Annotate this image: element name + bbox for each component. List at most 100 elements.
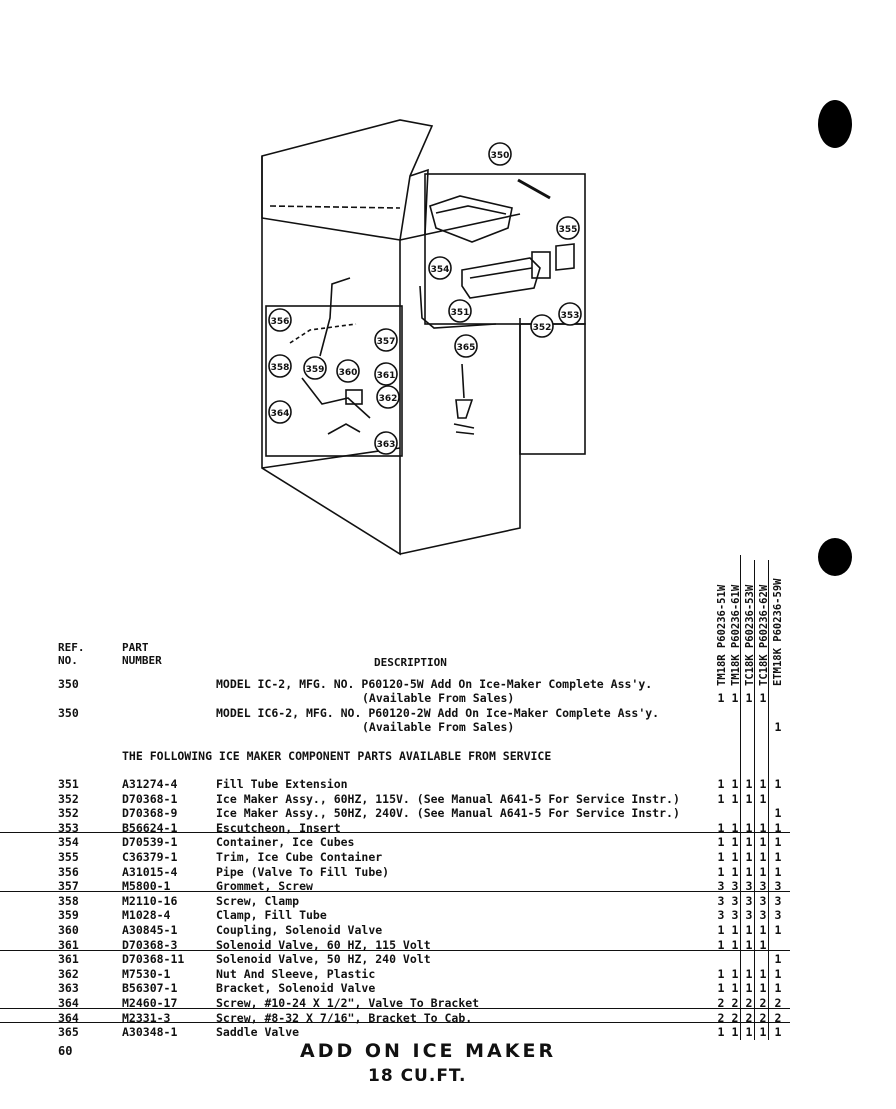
callout-362: 362 [376, 385, 400, 409]
qty-cell: 1 [745, 864, 753, 879]
description-cell: Fill Tube Extension [216, 777, 348, 791]
qty-cell: 1 [759, 937, 767, 952]
description-cell: Pipe (Valve To Fill Tube) [216, 864, 390, 879]
description-cell: Nut And Sleeve, Plastic [216, 966, 376, 981]
qty-cell: 1 [745, 981, 753, 996]
qty-cell: 3 [731, 879, 739, 894]
model-row-1-note: (Available From Sales) 1 1 1 1 [362, 691, 767, 705]
ref-no-header: REF. NO. [58, 641, 85, 667]
svg-text:360: 360 [339, 368, 358, 378]
qty-cell: 3 [774, 879, 782, 894]
qty-cell: 1 [731, 966, 739, 981]
callout-359: 359 [303, 356, 327, 380]
ref-cell: 351 [58, 777, 79, 791]
qty-cell: 1 [745, 791, 753, 806]
qty-cell: 1 [745, 1025, 753, 1040]
ref-cell: 353 [58, 820, 79, 835]
qty-cell: 1 [759, 1025, 767, 1040]
ref-cell: 355 [58, 850, 79, 864]
callout-363: 363 [374, 431, 398, 455]
description-cell: Coupling, Solenoid Valve [216, 923, 383, 937]
qty-cell: 1 [717, 777, 725, 791]
qty-cell: 1 [759, 820, 767, 835]
qty-cell: 1 [731, 1025, 739, 1040]
callout-354: 354 [428, 256, 452, 280]
qty-cell: 3 [731, 908, 739, 923]
qty-cell: 1 [731, 850, 739, 864]
qty-cell: 2 [731, 1010, 739, 1025]
qty-cell: 3 [774, 893, 782, 908]
qty-cell: 1 [745, 820, 753, 835]
description-cell: Escutcheon, Insert [216, 820, 341, 835]
description-cell: Clamp, Fill Tube [216, 908, 327, 923]
svg-text:351: 351 [451, 308, 470, 318]
qty-cell: 2 [774, 996, 782, 1010]
callout-353: 353 [558, 302, 582, 326]
exploded-diagram: 350 355 354 351 352 353 365 356 357 358 … [261, 119, 586, 556]
description-cell: Ice Maker Assy., 50HZ, 240V. (See Manual… [216, 806, 680, 821]
ref-cell: 358 [58, 893, 79, 908]
qty-cell: 2 [774, 1010, 782, 1025]
qty-cell: 3 [717, 893, 725, 908]
part-number-cell: D70539-1 [122, 835, 178, 850]
svg-text:354: 354 [431, 265, 450, 275]
page-title: ADD ON ICE MAKER [300, 1040, 557, 1062]
qty-cell: 1 [759, 791, 767, 806]
rule-1 [0, 832, 790, 833]
svg-text:352: 352 [533, 323, 552, 333]
description-cell: Saddle Valve [216, 1025, 300, 1040]
qty-cell: 1 [731, 981, 739, 996]
part-number-cell: M2110-16 [122, 893, 178, 908]
part-number-cell: A30845-1 [122, 923, 178, 937]
svg-text:353: 353 [561, 311, 580, 321]
model-row-2-note: (Available From Sales) 1 [362, 720, 782, 734]
qty-cell: 1 [717, 981, 725, 996]
qty-cell: 2 [745, 1010, 753, 1025]
svg-text:365: 365 [457, 343, 476, 353]
callout-364: 364 [268, 400, 292, 424]
description-cell: Screw, #10-24 X 1/2", Valve To Bracket [216, 996, 480, 1010]
qty-cell: 3 [717, 908, 725, 923]
qty-cell: 1 [731, 864, 739, 879]
punch-hole-middle [818, 538, 852, 576]
col-divider-1 [740, 555, 741, 1040]
callout-358: 358 [268, 354, 292, 378]
ref-cell: 360 [58, 923, 79, 937]
svg-text:362: 362 [379, 394, 398, 404]
qty-cell: 1 [759, 923, 767, 937]
qty-cell: 1 [731, 791, 739, 806]
ref-cell: 356 [58, 864, 79, 879]
part-number-cell: A30348-1 [122, 1025, 178, 1040]
qty-cell: 3 [731, 893, 739, 908]
qty-cell: 1 [745, 850, 753, 864]
model-col-5: ETM18K P60236-59W [772, 578, 784, 686]
rule-5 [0, 1022, 790, 1023]
part-number-cell: M2331-3 [122, 1010, 171, 1025]
qty-cell: 1 [774, 820, 782, 835]
callout-352: 352 [530, 314, 554, 338]
model-row-2: 350 MODEL IC6-2, MFG. NO. P60120-2W Add … [58, 706, 660, 720]
punch-hole-top [818, 100, 852, 148]
description-cell: Container, Ice Cubes [216, 835, 355, 850]
svg-text:361: 361 [377, 371, 396, 381]
description-cell: Solenoid Valve, 60 HZ, 115 Volt [216, 937, 431, 952]
qty-cell: 1 [774, 850, 782, 864]
ref-cell: 363 [58, 981, 79, 996]
callout-351: 351 [448, 299, 472, 323]
qty-cell: 2 [717, 996, 725, 1010]
description-cell: Grommet, Screw [216, 879, 313, 894]
qty-cell: 2 [717, 1010, 725, 1025]
description-cell: Bracket, Solenoid Valve [216, 981, 376, 996]
callout-360: 360 [336, 359, 360, 383]
ref-cell: 354 [58, 835, 79, 850]
qty-cell: 2 [745, 996, 753, 1010]
qty-cell: 1 [717, 966, 725, 981]
